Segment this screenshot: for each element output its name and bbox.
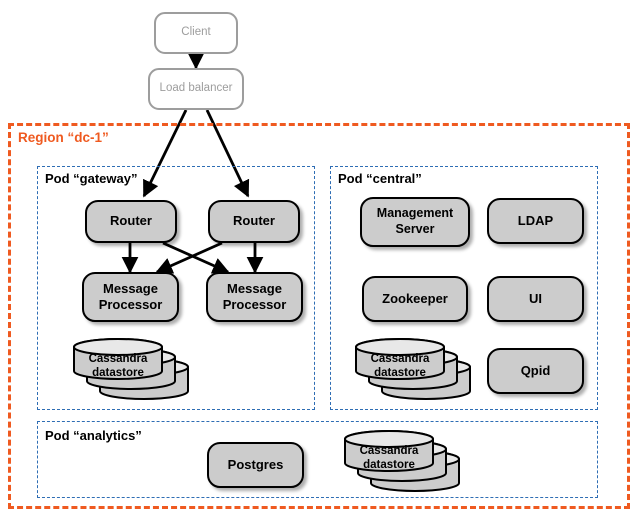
component-cassandra-gateway[interactable]: Cassandra datastore: [73, 338, 200, 401]
component-management-server-label: Management Server: [377, 206, 453, 237]
mp1-line-1: Message: [103, 280, 158, 296]
region-label: Region “dc-1”: [18, 130, 109, 145]
component-ldap-label: LDAP: [517, 212, 554, 228]
component-ldap[interactable]: LDAP: [487, 198, 584, 244]
component-router-2[interactable]: Router: [208, 200, 300, 243]
datastore-cylinder-stack-icon: [73, 338, 189, 400]
component-qpid[interactable]: Qpid: [487, 348, 584, 394]
component-management-server[interactable]: Management Server: [360, 197, 470, 247]
region-dc-1: [8, 123, 630, 509]
mp2-line-2: Processor: [222, 297, 287, 312]
pod-gateway: [37, 166, 315, 410]
component-postgres[interactable]: Postgres: [207, 442, 304, 488]
pod-analytics-label: Pod “analytics”: [45, 428, 142, 443]
component-router-1-label: Router: [110, 213, 152, 229]
node-client[interactable]: Client: [154, 12, 238, 54]
component-cassandra-central[interactable]: Cassandra datastore: [355, 338, 482, 401]
management-server-line-1: Management: [376, 206, 454, 221]
component-postgres-label: Postgres: [227, 456, 284, 472]
node-load-balancer[interactable]: Load balancer: [148, 68, 244, 110]
component-zookeeper[interactable]: Zookeeper: [362, 276, 468, 322]
component-message-processor-1[interactable]: Message Processor: [82, 272, 179, 322]
component-ui[interactable]: UI: [487, 276, 584, 322]
component-message-processor-2-label: Message Processor: [223, 281, 287, 314]
component-message-processor-1-label: Message Processor: [99, 281, 163, 314]
node-client-label: Client: [181, 26, 211, 39]
datastore-cylinder-stack-icon: [344, 430, 460, 492]
node-load-balancer-label: Load balancer: [159, 82, 233, 95]
pod-analytics: [37, 421, 598, 498]
component-zookeeper-label: Zookeeper: [382, 290, 448, 306]
pod-central-label: Pod “central”: [338, 171, 422, 186]
pod-central: [330, 166, 598, 410]
component-qpid-label: Qpid: [520, 362, 551, 378]
management-server-line-2: Server: [395, 222, 435, 236]
component-router-2-label: Router: [233, 213, 275, 229]
component-ui-label: UI: [529, 290, 542, 306]
component-router-1[interactable]: Router: [85, 200, 177, 243]
datastore-cylinder-stack-icon: [355, 338, 471, 400]
component-message-processor-2[interactable]: Message Processor: [206, 272, 303, 322]
pod-gateway-label: Pod “gateway”: [45, 171, 138, 186]
mp1-line-2: Processor: [98, 297, 163, 312]
mp2-line-1: Message: [227, 280, 282, 296]
component-cassandra-analytics[interactable]: Cassandra datastore: [344, 430, 471, 493]
